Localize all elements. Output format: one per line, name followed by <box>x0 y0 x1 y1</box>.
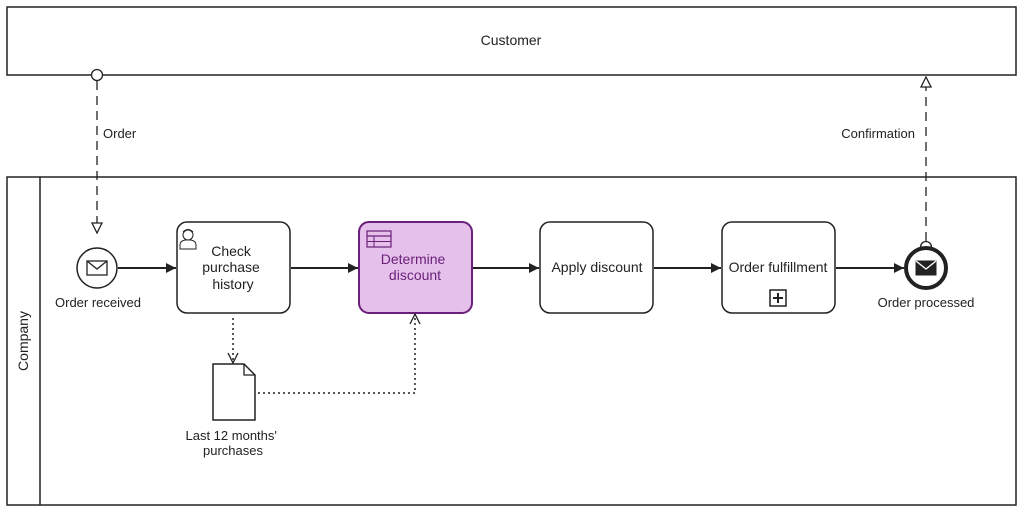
order-message-flow[interactable]: Order <box>90 68 137 234</box>
start-event-label: Order received <box>55 295 141 310</box>
data-object-last-12-months-purchases[interactable]: Last 12 months' purchases <box>186 363 281 458</box>
message-flow-source-circle <box>90 68 104 82</box>
order-flow-label: Order <box>103 126 137 141</box>
customer-pool[interactable]: Customer <box>6 6 1017 76</box>
envelope-icon <box>86 260 108 276</box>
customer-pool-label: Customer <box>481 32 542 48</box>
company-pool[interactable]: Company <box>6 176 1017 506</box>
subprocess-order-fulfillment[interactable]: Order fulfillment <box>721 221 836 314</box>
task-apply-discount[interactable]: Apply discount <box>539 221 654 314</box>
task-label: Apply discount <box>551 259 642 275</box>
data-input-association[interactable] <box>258 314 415 394</box>
task-label: Order fulfillment <box>729 259 828 275</box>
task-determine-discount[interactable]: Determine discount <box>358 221 473 314</box>
user-icon <box>179 229 197 250</box>
filled-envelope-icon <box>915 260 937 276</box>
end-event-order-processed[interactable]: Order processed <box>878 246 975 310</box>
confirmation-flow-label: Confirmation <box>841 126 915 141</box>
business-rule-table-icon <box>366 230 392 248</box>
task-label: Check purchase history <box>202 243 263 292</box>
task-label: Determine discount <box>381 251 449 283</box>
collapsed-subprocess-plus-icon[interactable] <box>769 289 787 307</box>
company-pool-label: Company <box>15 311 31 371</box>
data-object-label: Last 12 months' purchases <box>186 428 281 458</box>
start-event-order-received[interactable]: Order received <box>55 247 141 310</box>
task-check-purchase-history[interactable]: Check purchase history <box>176 221 291 314</box>
end-event-label: Order processed <box>878 295 975 310</box>
